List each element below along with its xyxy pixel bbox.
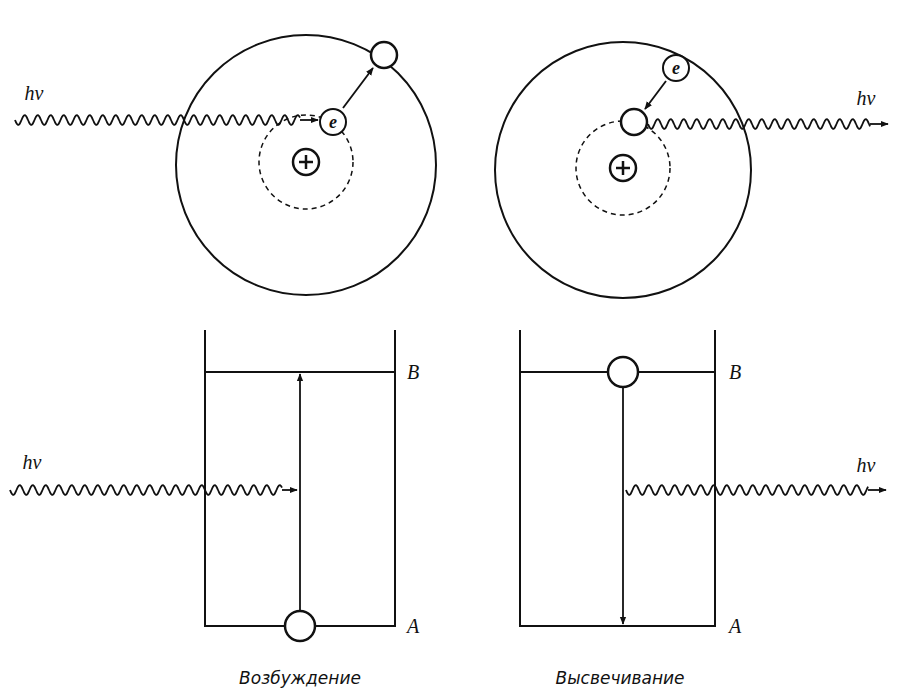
- symbol-label: hν: [23, 451, 42, 473]
- inner-orbit: [576, 121, 670, 215]
- photon-wave: [10, 485, 297, 495]
- level-scheme: [204, 330, 396, 641]
- electron-label: e: [672, 59, 680, 77]
- scheme-wall: [519, 330, 521, 626]
- photon-wave: [626, 485, 886, 495]
- electron-marker: [608, 357, 638, 387]
- symbol-label: A: [407, 615, 419, 637]
- photon-wave: [648, 119, 888, 129]
- nucleus-symbol: [293, 149, 319, 175]
- wave-line: [10, 485, 282, 495]
- outer-orbit: [495, 42, 751, 298]
- nucleus-circle: [293, 149, 319, 175]
- electron-circle: e: [319, 108, 347, 136]
- level-b: [205, 371, 395, 373]
- plus-sign: [305, 155, 308, 169]
- wave-arrow: [868, 489, 886, 491]
- panel-caption: Возбуждение: [239, 669, 361, 688]
- symbol-label: B: [407, 361, 419, 383]
- transition-arrow: [645, 81, 666, 109]
- scheme-wall: [204, 330, 206, 626]
- level-a: [519, 625, 716, 627]
- empty-level: [371, 42, 397, 68]
- transition-arrow: [343, 68, 373, 108]
- photon-wave: [15, 115, 318, 125]
- wave-line: [648, 119, 870, 129]
- transition-arrow: [299, 374, 301, 610]
- symbol-label: hν: [25, 82, 44, 104]
- transition-arrow: [622, 388, 624, 624]
- photon-waves: [10, 115, 888, 495]
- empty-level: [621, 109, 647, 135]
- plus-sign: [622, 161, 625, 175]
- symbol-label: hν: [857, 454, 876, 476]
- symbol-label: B: [729, 361, 741, 383]
- wave-arrow: [282, 489, 297, 491]
- nucleus-symbol: [610, 155, 636, 181]
- electron-marker: [285, 611, 315, 641]
- wave-line: [626, 485, 868, 495]
- electron-circle: e: [662, 54, 690, 82]
- panel-caption: Высвечивание: [555, 669, 684, 688]
- wave-arrow: [300, 119, 318, 121]
- symbol-label: A: [729, 615, 741, 637]
- outer-orbit: [176, 35, 436, 295]
- wave-arrow: [870, 123, 888, 125]
- wave-line: [15, 115, 300, 125]
- symbol-label: hν: [857, 87, 876, 109]
- electron-label: e: [329, 113, 337, 131]
- nucleus-circle: [610, 155, 636, 181]
- level-scheme: [519, 330, 716, 626]
- scheme-wall: [394, 330, 396, 626]
- scheme-wall: [714, 330, 716, 626]
